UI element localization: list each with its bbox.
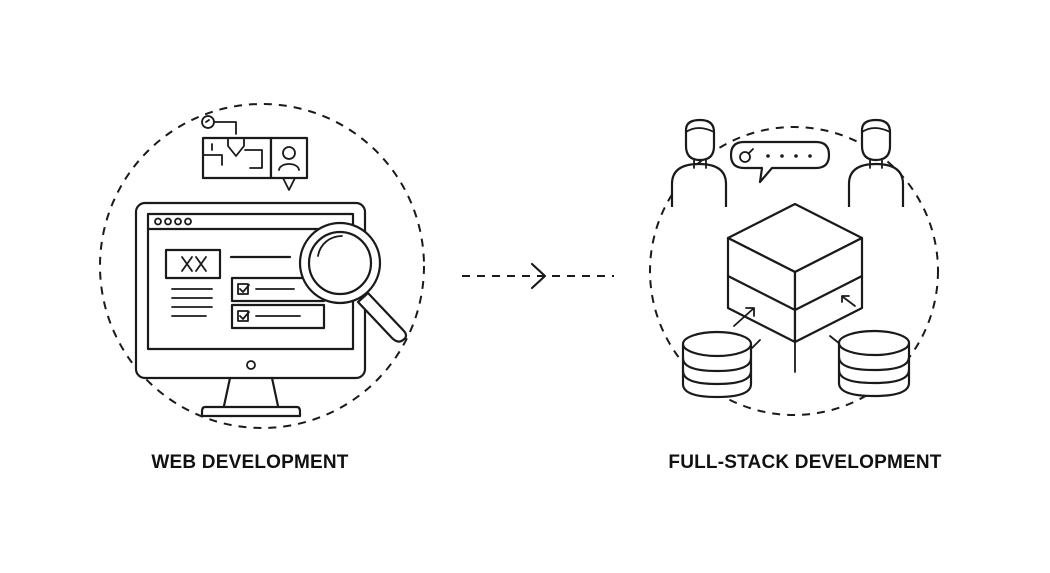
person-icon — [847, 118, 905, 207]
wireframe-sketch-icon — [201, 115, 273, 180]
full-stack-development-label: FULL-STACK DEVELOPMENT — [668, 452, 942, 473]
database-icon — [837, 329, 911, 398]
user-avatar-icon — [269, 136, 309, 191]
web-development-group — [99, 103, 425, 429]
full-stack-development-group — [649, 118, 939, 416]
left-dashed-circle — [99, 103, 425, 429]
person-icon — [670, 118, 728, 207]
right-dashed-circle — [649, 126, 939, 416]
chat-bubble-icon — [729, 140, 831, 184]
dashed-arrow-icon — [462, 262, 614, 290]
web-development-label: WEB DEVELOPMENT — [151, 452, 349, 473]
magnifier-icon — [298, 221, 408, 343]
server-cube-icon — [726, 202, 864, 373]
database-icon — [681, 330, 753, 399]
